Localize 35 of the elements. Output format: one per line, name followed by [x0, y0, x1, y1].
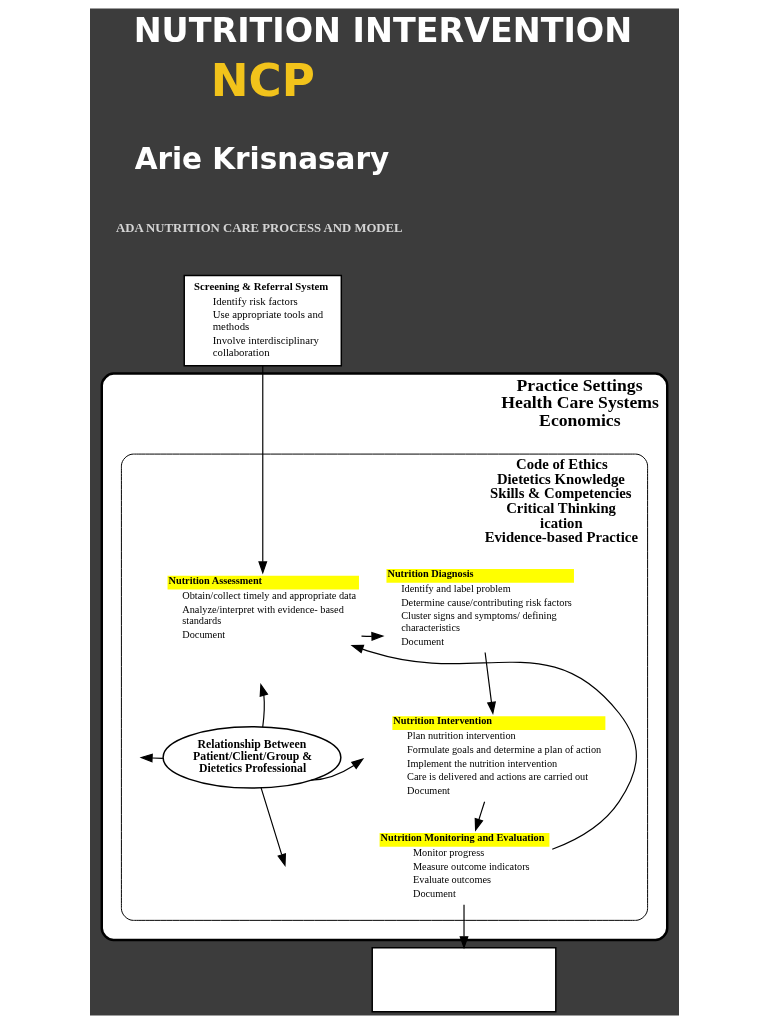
node-label: Identify and label problem: [400, 582, 511, 594]
node-box: Nutrition Monitoring and Evaluation: [379, 833, 549, 847]
node-label: Cluster signs and symptoms/ defining characteristics: [400, 610, 557, 634]
node-box: Nutrition Assessment: [167, 575, 359, 590]
node-label: Analyze/interpret with evidence- based standards: [181, 603, 344, 627]
node-box: Nutrition Diagnosis: [385, 568, 574, 583]
arrow: [458, 904, 469, 950]
arrow: [484, 651, 496, 715]
node-label: Document: [181, 629, 225, 641]
node-box: Screening & Referral System Identify risk factors Use appropriate tools and methods Involve interdisciplinary collaboration: [183, 274, 342, 367]
node-label: Obtain/collect timely and appropriate data: [181, 589, 356, 601]
node-label: Measure outcome indicators: [412, 860, 530, 872]
node-ellipse: Relationship Between Patient/Client/Group & Dietetics Professional: [161, 726, 342, 789]
node-label: Determine cause/contributing risk factors: [400, 596, 572, 608]
node-label: Plan nutrition intervention: [406, 730, 516, 742]
node-label: Document: [412, 888, 456, 900]
node-label: Care is delivered and actions are carried out: [406, 771, 588, 783]
node-box: [371, 947, 557, 1013]
label: NCP: [210, 53, 315, 107]
arrow: [139, 753, 163, 763]
arrow: [259, 683, 268, 728]
diagram-title: NUTRITION INTERVENTION: [133, 10, 632, 50]
node-label: Evaluate outcomes: [412, 874, 491, 886]
arrow: [257, 365, 267, 575]
label: ADA NUTRITION CARE PROCESS AND MODEL: [115, 220, 403, 235]
node-label: Document: [406, 785, 450, 797]
arrow: [260, 787, 286, 867]
node-label: Implement the nutrition intervention: [406, 757, 557, 769]
arrow: [474, 801, 485, 832]
node-label: Monitor progress: [412, 846, 484, 858]
node-label: Document: [400, 635, 444, 647]
label: Arie Krisnasary: [134, 142, 389, 177]
node-box: Nutrition Intervention: [391, 716, 605, 730]
arrow: [310, 758, 364, 781]
node-label: Formulate goals and determine a plan of action: [406, 743, 601, 755]
